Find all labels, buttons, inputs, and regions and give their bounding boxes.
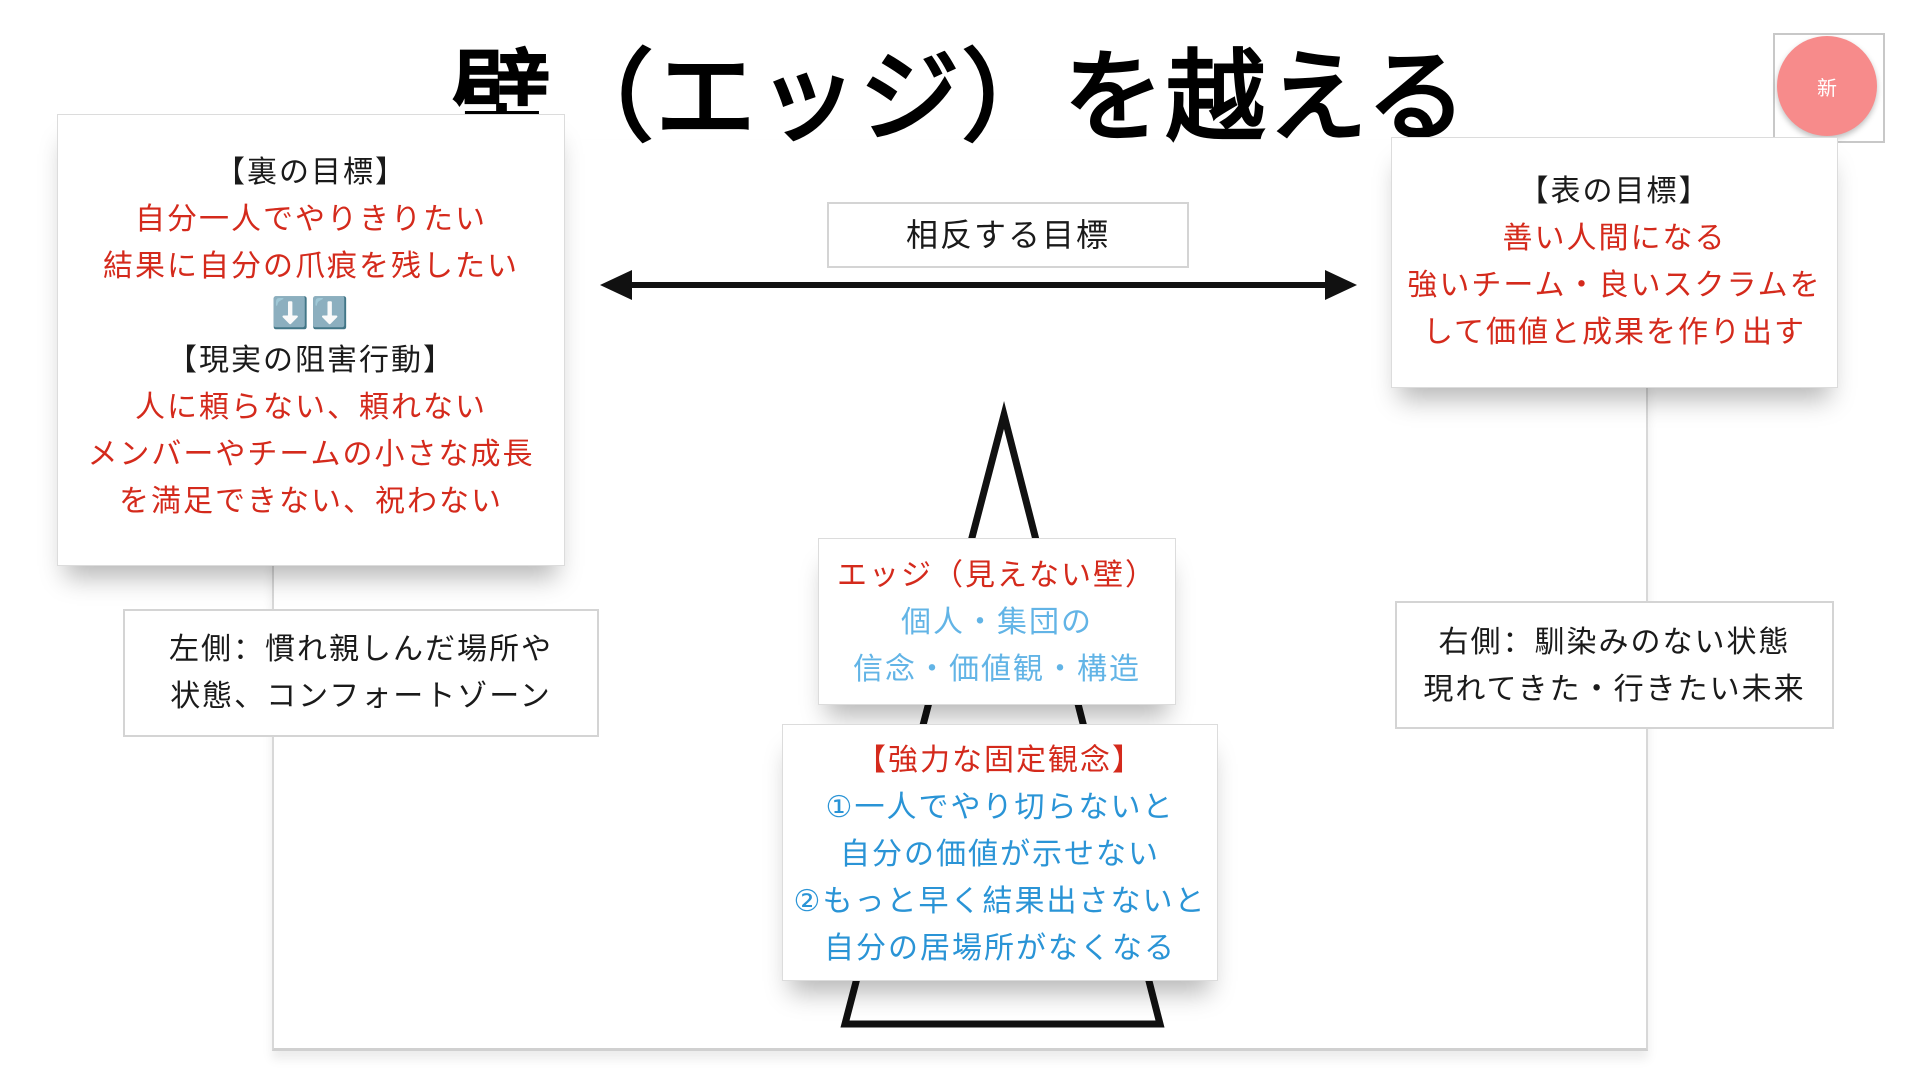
fixed-belief-line: 自分の居場所がなくなる	[824, 931, 1176, 966]
public-goal-heading: 【表の目標】	[1518, 174, 1711, 209]
right-caption-line: 現れてきた・行きたい未来	[1423, 672, 1806, 707]
hidden-goal-line: 自分一人でやりきりたい	[135, 202, 487, 237]
left-caption-line: 左側：慣れ親しんだ場所や	[169, 632, 553, 667]
right-caption-line: 右側：馴染みのない状態	[1438, 625, 1791, 660]
edge-line: 信念・価値観・構造	[853, 652, 1141, 687]
public-goal-line: 善い人間になる	[1502, 221, 1727, 256]
left-caption-line: 状態、コンフォートゾーン	[170, 679, 552, 714]
center-label-box: 相反する目標	[827, 202, 1189, 268]
blocking-behavior-line: を満足できない、祝わない	[119, 484, 503, 519]
arrow-head-right	[1325, 270, 1357, 300]
hidden-goal-box: 【裏の目標】 自分一人でやりきりたい 結果に自分の爪痕を残したい ⬇️⬇️ 【現…	[57, 114, 565, 566]
right-side-caption: 右側：馴染みのない状態 現れてきた・行きたい未来	[1395, 601, 1834, 729]
blocking-behavior-line: メンバーやチームの小さな成長	[87, 437, 535, 472]
edge-box: エッジ（見えない壁） 個人・集団の 信念・価値観・構造	[818, 538, 1176, 705]
slide-frame	[272, 140, 1648, 1051]
edge-heading: エッジ（見えない壁）	[837, 558, 1157, 593]
new-badge[interactable]: 新	[1777, 36, 1877, 136]
hidden-goal-heading: 【裏の目標】	[215, 155, 407, 190]
fixed-belief-heading: 【強力な固定観念】	[856, 743, 1144, 778]
page-title: 壁（エッジ）を越える	[451, 39, 1469, 156]
down-arrow-icons: ⬇️⬇️	[271, 296, 351, 331]
public-goal-line: 強いチーム・良いスクラムを	[1407, 268, 1822, 303]
fixed-belief-box: 【強力な固定観念】 ①一人でやり切らないと 自分の価値が示せない ②もっと早く結…	[782, 724, 1218, 981]
blocking-behavior-line: 人に頼らない、頼れない	[135, 390, 487, 425]
wall-triangle	[840, 401, 1165, 1028]
left-side-caption: 左側：慣れ親しんだ場所や 状態、コンフォートゾーン	[123, 609, 599, 737]
public-goal-line: して価値と成果を作り出す	[1422, 315, 1807, 350]
hidden-goal-line: 結果に自分の爪痕を残したい	[103, 249, 519, 284]
blocking-behavior-heading: 【現実の阻害行動】	[167, 343, 455, 378]
conflicting-goals-label: 相反する目標	[905, 216, 1110, 254]
fixed-belief-line: ②もっと早く結果出さないと	[793, 884, 1207, 919]
fixed-belief-line: 自分の価値が示せない	[840, 837, 1160, 872]
arrow-head-left	[600, 270, 632, 300]
fixed-belief-line: ①一人でやり切らないと	[825, 790, 1175, 825]
public-goal-box: 【表の目標】 善い人間になる 強いチーム・良いスクラムを して価値と成果を作り出…	[1391, 137, 1838, 388]
edge-line: 個人・集団の	[901, 605, 1093, 640]
